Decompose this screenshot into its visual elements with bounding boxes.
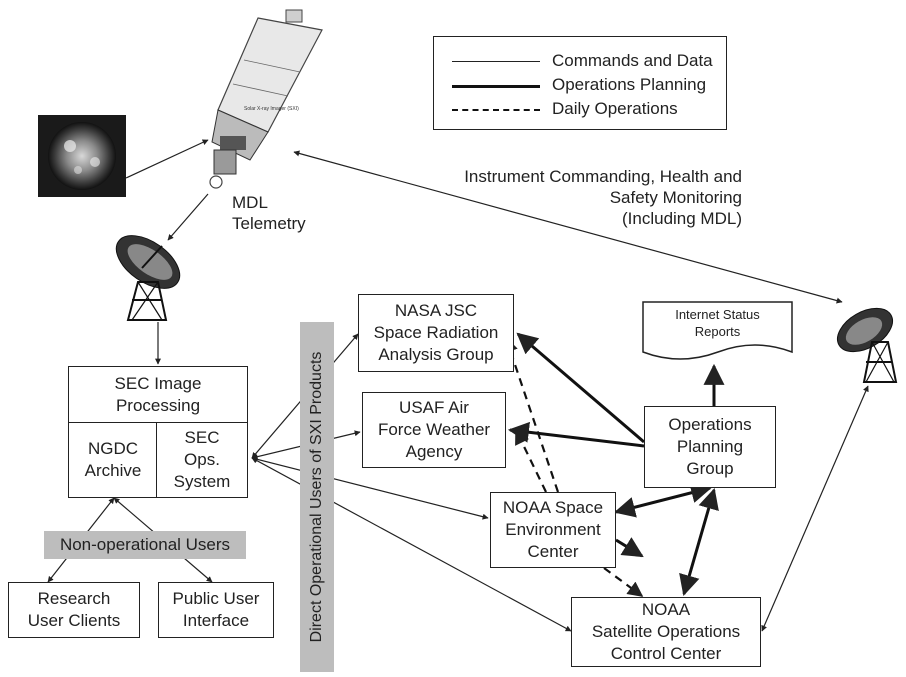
- operations-planning-box: Operations Planning Group: [644, 406, 776, 488]
- sun-image-icon: [38, 115, 126, 197]
- public-user-interface-box: Public User Interface: [158, 582, 274, 638]
- noaa-sec-box: NOAA Space Environment Center: [490, 492, 616, 568]
- noaa-soc-box: NOAA Satellite Operations Control Center: [571, 597, 761, 667]
- direct-users-label: Direct Operational Users of SXI Products: [308, 351, 325, 643]
- sec-image-processing-box: SEC Image Processing: [68, 366, 248, 424]
- internet-status-document: [642, 301, 793, 360]
- legend-planning: Operations Planning: [434, 74, 726, 96]
- mdl-telemetry-label: MDL Telemetry: [232, 193, 306, 233]
- non-operational-label: Non-operational Users: [59, 535, 231, 554]
- direct-users-label-wrap: Direct Operational Users of SXI Products: [300, 322, 334, 672]
- research-user-clients-box: Research User Clients: [8, 582, 140, 638]
- legend-daily: Daily Operations: [434, 98, 726, 120]
- legend-commands-label: Commands and Data: [552, 51, 713, 70]
- non-operational-band: [44, 531, 246, 559]
- ngdc-archive-box: NGDC Archive: [68, 422, 158, 498]
- usaf-box: USAF Air Force Weather Agency: [362, 392, 506, 468]
- nasa-jsc-box: NASA JSC Space Radiation Analysis Group: [358, 294, 514, 372]
- legend-daily-label: Daily Operations: [552, 99, 678, 118]
- satellite-icon: Solar X-ray Imager (SXI): [209, 9, 323, 189]
- direct-users-band: [300, 322, 334, 672]
- legend: Commands and Data Operations Planning Da…: [433, 36, 727, 130]
- internet-status-label: Internet Status Reports: [675, 307, 760, 339]
- svg-text:Solar X-ray Imager (SXI): Solar X-ray Imager (SXI): [244, 106, 299, 112]
- instrument-commanding-label: Instrument Commanding, Health and Safety…: [464, 167, 742, 228]
- remote-antenna-icon: [837, 307, 898, 383]
- sec-ops-system-box: SEC Ops. System: [156, 422, 248, 498]
- legend-planning-label: Operations Planning: [552, 75, 707, 94]
- daily-operations-links: [503, 336, 644, 597]
- ground-antenna-icon: [115, 235, 181, 321]
- legend-commands: Commands and Data: [434, 50, 726, 72]
